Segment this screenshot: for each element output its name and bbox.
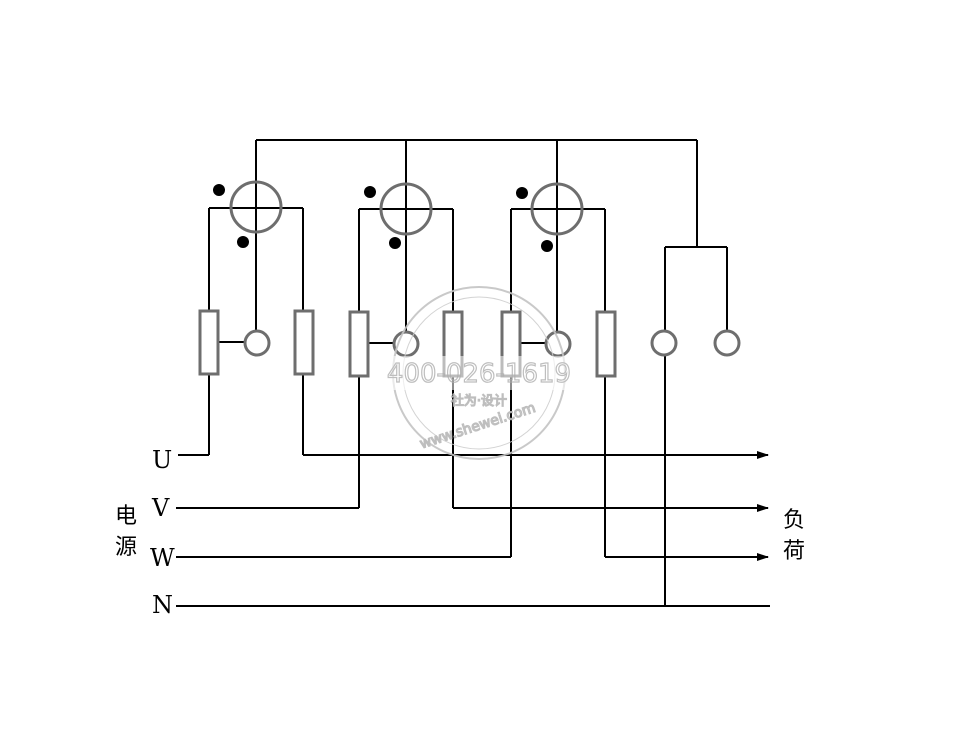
current-coil-1 xyxy=(229,180,283,234)
voltage-bus xyxy=(256,139,728,330)
terminal-1 xyxy=(198,309,220,376)
label-v: V xyxy=(151,494,170,522)
current-coil-2 xyxy=(379,182,433,236)
polarity-dot-2b xyxy=(389,237,401,249)
meter-element-3 xyxy=(176,140,769,561)
neutral-line xyxy=(176,329,770,607)
current-coil-3 xyxy=(530,182,584,236)
watermark-sub: 社为·设计 xyxy=(451,393,507,409)
label-load-1: 负 xyxy=(783,508,805,533)
label-source-1: 电 xyxy=(115,504,137,529)
label-u: U xyxy=(152,446,172,474)
terminal-3 xyxy=(293,309,315,376)
watermark-seal: 400-026-1619 社为·设计 www.shewei.com xyxy=(383,286,575,460)
polarity-dot-1b xyxy=(237,236,249,248)
polarity-dot-2a xyxy=(364,186,376,198)
terminal-10 xyxy=(650,329,678,357)
terminal-2 xyxy=(243,329,271,357)
terminal-9 xyxy=(595,310,617,378)
terminal-11 xyxy=(713,329,741,357)
label-w: W xyxy=(150,544,175,572)
polarity-dot-1a xyxy=(213,184,225,196)
watermark-phone: 400-026-1619 xyxy=(387,359,571,389)
label-source-2: 源 xyxy=(115,535,137,560)
meter-element-1 xyxy=(178,140,769,459)
label-load-2: 荷 xyxy=(783,539,805,564)
polarity-dot-3a xyxy=(516,187,528,199)
terminal-4 xyxy=(348,310,370,378)
meter-element-2 xyxy=(176,140,769,512)
polarity-dot-3b xyxy=(541,240,553,252)
label-n: N xyxy=(152,591,173,619)
